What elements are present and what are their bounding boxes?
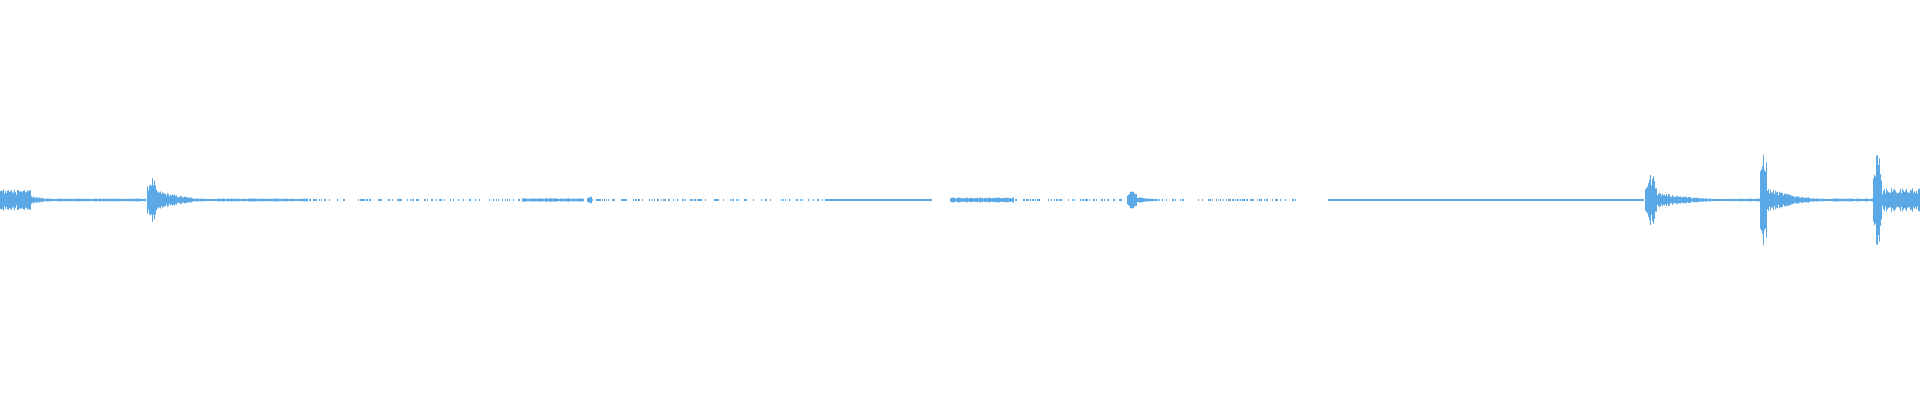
waveform-bars [0,154,1920,246]
waveform-amplitude [0,154,1920,246]
